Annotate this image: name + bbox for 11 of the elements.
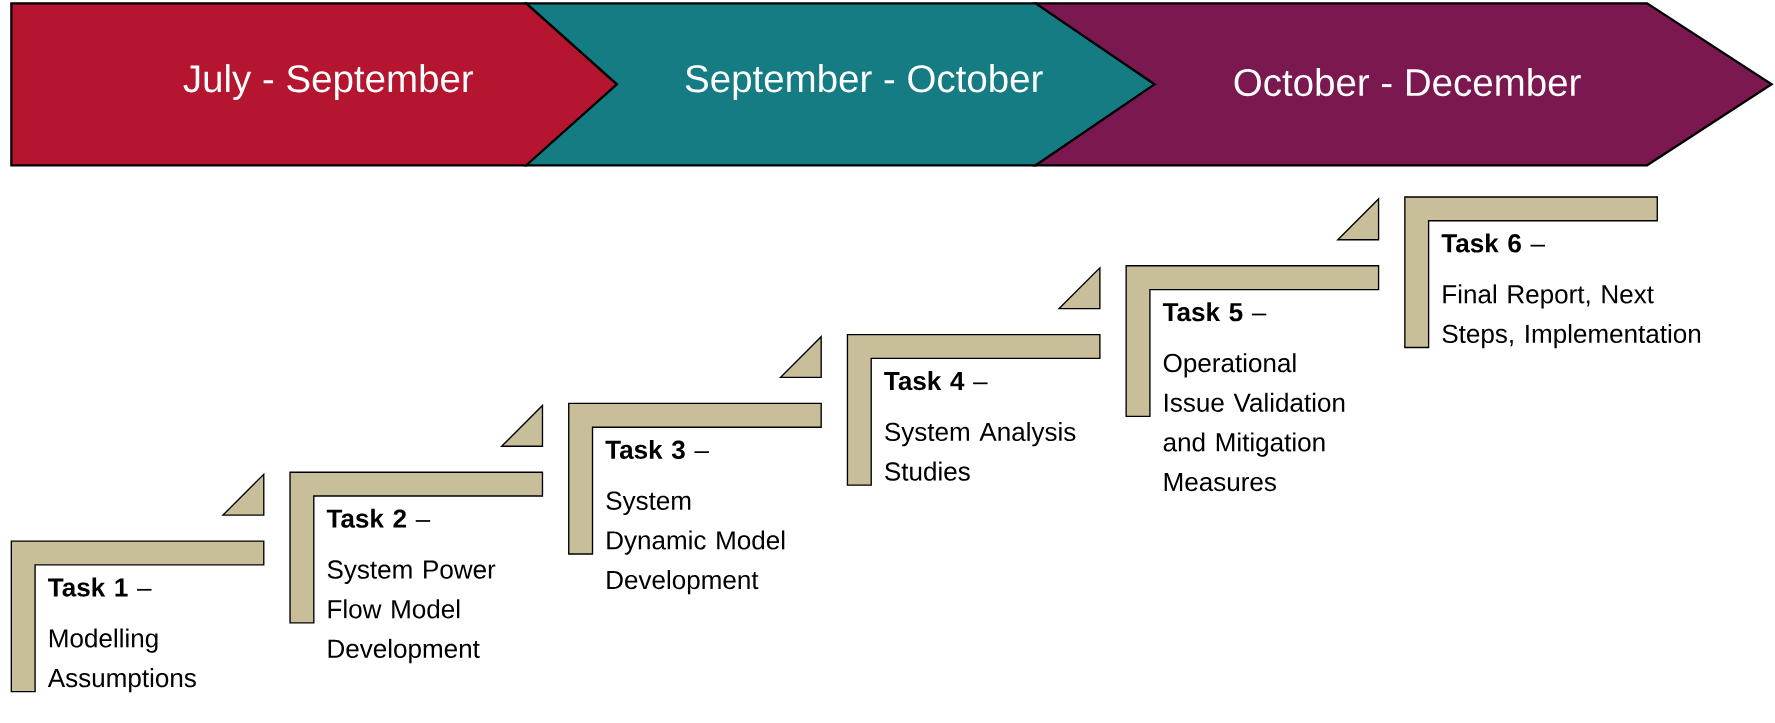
step-bracket: Task 6 – Final Report, Next Steps, Implementation — [1404, 196, 1701, 349]
step-bracket: Task 1 – Modelling Assumptions — [10, 472, 265, 693]
step-bracket: Task 5 – Operational Issue Validation and Mitigation Measures — [1125, 197, 1380, 491]
step-bracket: Task 4 – System Analysis Studies — [846, 266, 1101, 486]
node-label: Development — [328, 638, 480, 663]
step-bracket: Task 3 – System Dynamic Model Development — [568, 334, 822, 595]
step-bracket: Task 2 – System Power Flow Model Development — [289, 403, 544, 663]
node-label: Development — [607, 569, 759, 595]
node-label: and Mitigation Measures — [1163, 432, 1325, 491]
chevron-band: July - September — [10, 2, 619, 167]
chevron-band: September - October — [523, 2, 1157, 167]
